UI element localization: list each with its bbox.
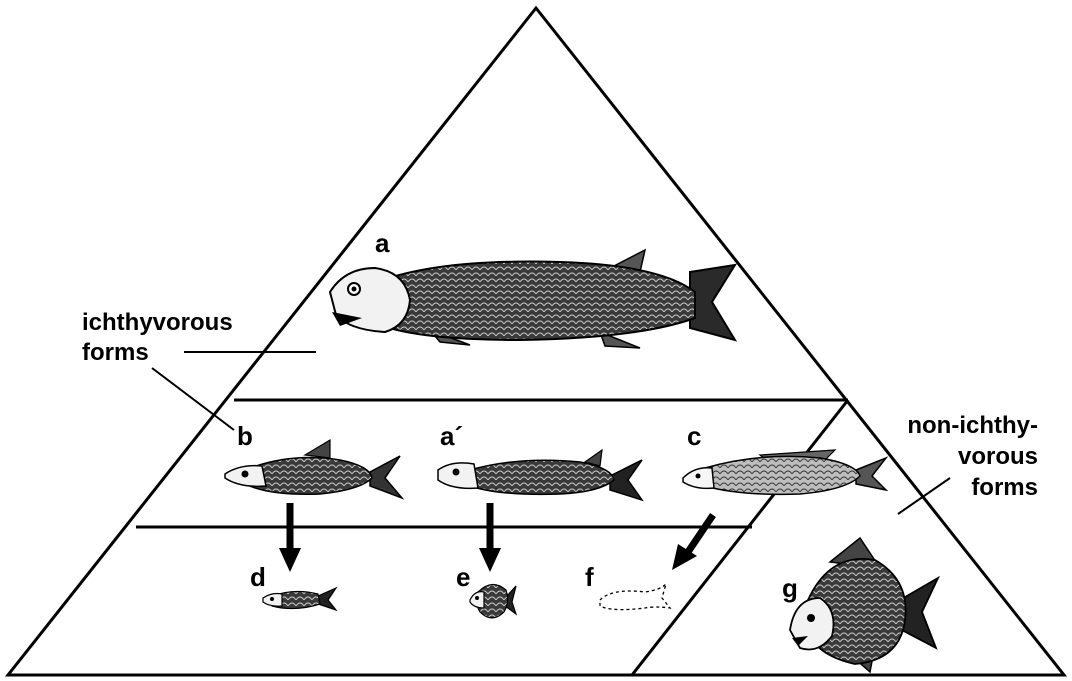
label-f: f — [585, 562, 594, 592]
label-b: b — [237, 421, 253, 451]
label-a: a — [375, 228, 390, 258]
label-d: d — [250, 562, 266, 592]
label-e: e — [456, 562, 470, 592]
fish-c — [683, 450, 886, 494]
arrow-c-to-f — [688, 515, 713, 552]
label-g: g — [782, 573, 798, 603]
fish-a-prime — [438, 450, 642, 500]
fish-d — [263, 588, 336, 610]
fish-a — [330, 250, 735, 348]
non-ichthyvorous-label-line2: vorous — [958, 443, 1038, 470]
label-c: c — [687, 421, 701, 451]
non-ichthyvorous-leader — [898, 478, 950, 514]
ichthyvorous-label-line1: ichthyvorous — [82, 309, 233, 336]
fish-e — [470, 584, 516, 618]
label-a-prime: a´ — [440, 421, 463, 451]
fish-g — [790, 538, 938, 672]
non-ichthyvorous-label-line3: forms — [971, 474, 1038, 501]
ichthyvorous-leader-b — [152, 368, 234, 430]
fish-f-outline — [600, 584, 670, 610]
ichthyvorous-label-line2: forms — [82, 339, 149, 366]
outer-triangle — [8, 8, 1064, 675]
pyramid-outline — [8, 8, 1064, 675]
non-ichthyvorous-label-line1: non-ichthy- — [907, 412, 1038, 439]
arrows — [279, 503, 713, 572]
